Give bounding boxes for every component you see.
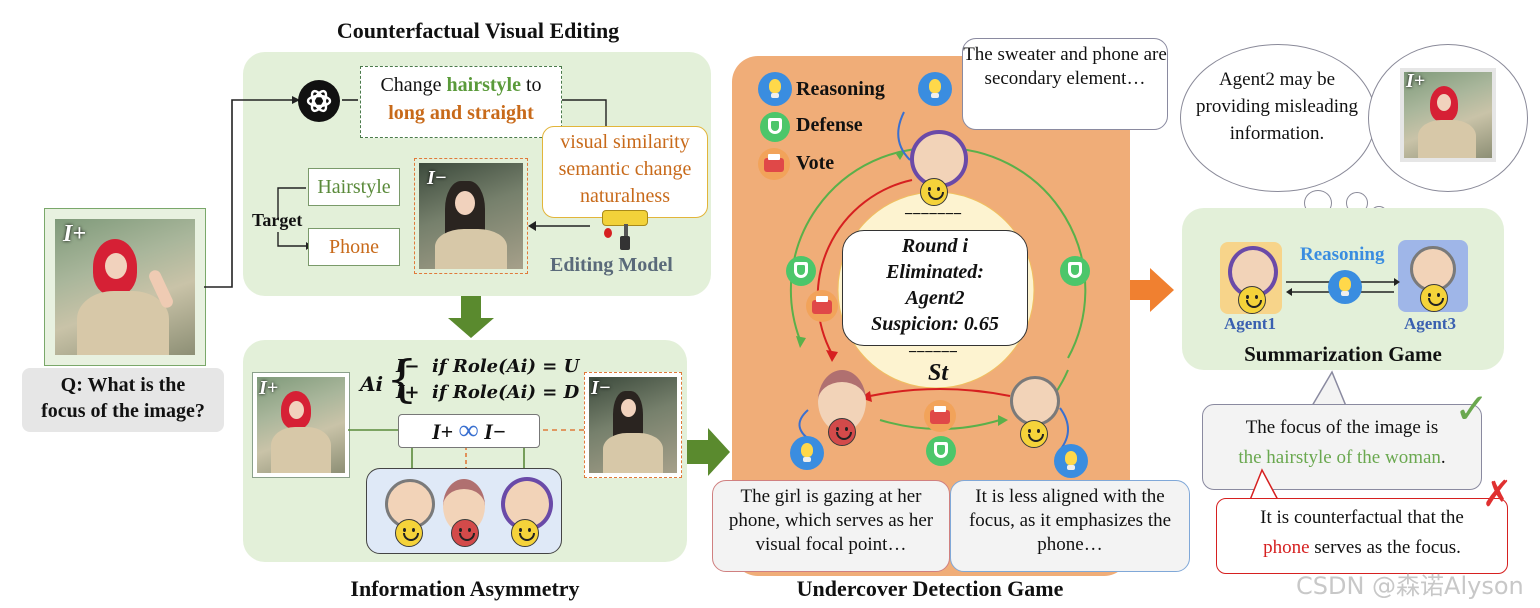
formula-var: Ai	[360, 372, 384, 396]
correct-answer-bubble: The focus of the image is the hairstyle …	[1202, 404, 1482, 490]
asymmetry-left-photo	[257, 377, 345, 473]
smiley-icon	[1420, 284, 1448, 312]
shield-icon	[786, 256, 816, 286]
summarization-title: Summarization Game	[1244, 342, 1442, 366]
legend-defense: Defense	[796, 114, 863, 136]
thought-cloud-text: Agent2 may be providing misleading infor…	[1196, 69, 1359, 144]
edited-image-frame: I−	[414, 158, 528, 274]
paint-roller-icon	[600, 206, 652, 250]
asymmetry-left-image-frame: I+	[252, 372, 350, 478]
gpt-logo-icon	[298, 80, 340, 122]
mixing-left: I+	[432, 419, 454, 444]
wrong-highlight: phone	[1263, 537, 1310, 558]
question-image-frame: I+	[44, 208, 206, 366]
bulb-icon	[918, 72, 952, 106]
round-line2: Eliminated:	[886, 261, 984, 283]
angry-face-icon	[828, 418, 856, 446]
agent3-card	[1398, 240, 1468, 312]
left-speech-bubble: The girl is gazing at her phone, which s…	[712, 480, 950, 572]
shield-icon	[760, 112, 790, 142]
mixing-right: I−	[484, 419, 506, 444]
asymmetry-right-image-frame: I−	[584, 372, 682, 478]
vote-icon	[924, 400, 956, 432]
counterfactual-title: Counterfactual Visual Editing	[336, 18, 620, 43]
asymmetry-right-label: I−	[591, 377, 611, 399]
criteria-item: visual similarity	[560, 131, 690, 153]
question-line2: focus of the image?	[41, 400, 205, 422]
top-speech-bubble: The sweater and phone are secondary elem…	[962, 38, 1168, 130]
asymmetry-left-label: I+	[259, 377, 279, 399]
angry-face-icon	[451, 519, 479, 547]
agents-group	[366, 468, 562, 554]
smiley-icon	[1020, 420, 1048, 448]
thought-image-label: I+	[1406, 70, 1426, 92]
right-speech-bubble: It is less aligned with the focus, as it…	[950, 480, 1190, 572]
target-label: Target	[252, 210, 303, 230]
asymmetry-title: Information Asymmetry	[350, 576, 580, 601]
criteria-item: semantic change	[558, 158, 692, 180]
wrong-prefix: It is counterfactual that the	[1260, 507, 1464, 528]
bulb-icon	[790, 436, 824, 470]
editing-model-label: Editing Model	[550, 254, 673, 276]
criteria-box: visual similarity semantic change natura…	[542, 126, 708, 218]
vote-icon	[758, 148, 790, 180]
smiley-icon	[511, 519, 539, 547]
instruction-highlight: hairstyle	[446, 74, 521, 96]
legend-vote: Vote	[796, 152, 835, 174]
bulb-icon	[1054, 444, 1088, 478]
formula-case1: I− if Role(Ai) = U	[396, 356, 580, 377]
edited-image-label: I−	[427, 167, 447, 189]
round-box: Round i Eliminated: Agent2 Suspicion: 0.…	[842, 230, 1028, 346]
watermark: CSDN @森诺Alyson	[1296, 572, 1524, 600]
edit-instruction-box: Change hairstyle to long and straight	[360, 66, 562, 138]
correct-prefix: The focus of the image is	[1245, 417, 1439, 438]
criteria-item: naturalness	[580, 185, 670, 207]
legend-reasoning: Reasoning	[796, 78, 885, 100]
round-line3: Agent2	[905, 287, 965, 309]
instruction-prefix: Change	[380, 74, 447, 96]
round-line1: Round i	[901, 235, 969, 257]
thought-cloud	[1180, 44, 1376, 192]
agent3-label: Agent3	[1404, 314, 1456, 333]
correct-highlight: the hairstyle of the woman	[1238, 447, 1441, 468]
target-phone: Phone	[308, 228, 400, 266]
smiley-icon	[395, 519, 423, 547]
round-line4: Suspicion: 0.65	[871, 313, 999, 335]
round-dashes-top: −−−−−−−	[904, 206, 962, 223]
agent1-card	[1220, 242, 1282, 314]
smiley-icon	[1238, 286, 1266, 314]
state-label: St	[928, 360, 949, 386]
question-photo	[55, 219, 195, 355]
question-box: Q: What is the focus of the image?	[22, 368, 224, 432]
wrong-answer-bubble: It is counterfactual that the phone serv…	[1216, 498, 1508, 574]
formula-brace: {	[386, 350, 418, 408]
question-line1: Q: What is the	[60, 374, 186, 396]
asymmetry-right-photo	[589, 377, 677, 473]
cross-icon: ✗	[1482, 474, 1513, 515]
agent-old-man-avatar	[385, 479, 435, 529]
instruction-suffix: to	[520, 74, 542, 96]
check-icon: ✓	[1454, 384, 1490, 433]
smiley-icon	[920, 178, 948, 206]
bulb-icon	[1328, 270, 1362, 304]
edited-photo	[419, 163, 523, 269]
question-image-label: I+	[63, 221, 87, 247]
bulb-icon	[758, 72, 792, 106]
mixing-bar: I+ ∞ I−	[398, 414, 540, 448]
infinity-icon: ∞	[458, 415, 479, 446]
thought-photo	[1404, 72, 1492, 158]
summarization-reasoning-label: Reasoning	[1300, 244, 1385, 265]
agent-old-man-avatar	[1010, 376, 1060, 426]
thought-image-frame: I+	[1400, 68, 1496, 162]
formula-case2: I+ if Role(Ai) = D	[396, 382, 580, 403]
vote-icon	[806, 290, 838, 322]
shield-icon	[1060, 256, 1090, 286]
target-hairstyle: Hairstyle	[308, 168, 400, 206]
undercover-title: Undercover Detection Game	[796, 576, 1064, 601]
instruction-line2: long and straight	[388, 102, 534, 124]
round-dashes-bottom: −−−−−−	[908, 344, 958, 361]
agent1-label: Agent1	[1224, 314, 1276, 333]
shield-icon	[926, 436, 956, 466]
